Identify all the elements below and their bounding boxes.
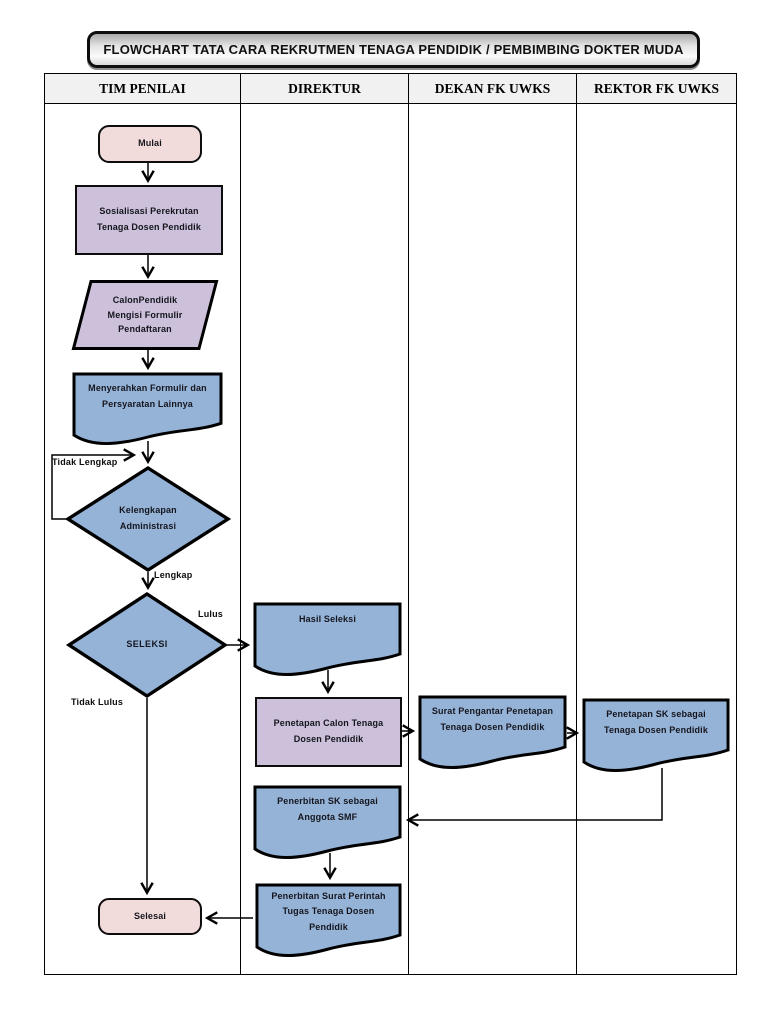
node-menyerahkan: Menyerahkan Formulir dan Persyaratan Lai… [72, 372, 223, 447]
document-shape [253, 785, 402, 859]
node-selesai-label: Selesai [133, 910, 167, 921]
edge-label-lengkap: Lengkap [154, 570, 193, 580]
node-surat-pengantar-label: Surat Pengantar Penetapan Tenaga Dosen P… [431, 706, 554, 732]
node-penetapan-calon-label: Penetapan Calon Tenaga Dosen Pendidik [273, 718, 384, 744]
node-mulai: Mulai [98, 125, 202, 163]
title-banner: FLOWCHART TATA CARA REKRUTMEN TENAGA PEN… [87, 31, 700, 68]
node-selesai: Selesai [98, 898, 202, 935]
node-calon-pendidik-label: CalonPendidik Mengisi Formulir Pendaftar… [107, 295, 183, 335]
lane-header-row: TIM PENILAI DIREKTUR DEKAN FK UWKS REKTO… [45, 74, 736, 104]
node-surat-pengantar: Surat Pengantar Penetapan Tenaga Dosen P… [418, 695, 567, 771]
node-kelengkapan-label: Kelengkapan Administrasi [119, 505, 177, 531]
node-penerbitan-surat-label: Penerbitan Surat Perintah Tugas Tenaga D… [271, 891, 386, 932]
node-hasil-seleksi: Hasil Seleksi [253, 602, 402, 678]
node-penerbitan-sk: Penerbitan SK sebagai Anggota SMF [253, 785, 402, 861]
document-shape [72, 372, 223, 445]
node-penerbitan-surat: Penerbitan Surat Perintah Tugas Tenaga D… [255, 883, 402, 959]
lane-divider-1 [239, 74, 241, 974]
node-seleksi-decision: SELEKSI [65, 591, 229, 699]
node-penetapan-calon: Penetapan Calon Tenaga Dosen Pendidik [255, 697, 402, 767]
lane-divider-3 [575, 74, 577, 974]
node-sosialisasi: Sosialisasi Perekrutan Tenaga Dosen Pend… [75, 185, 223, 255]
node-menyerahkan-label: Menyerahkan Formulir dan Persyaratan Lai… [88, 383, 207, 409]
document-shape [418, 695, 567, 769]
node-hasil-seleksi-label: Hasil Seleksi [299, 614, 356, 624]
lane-header-tim-penilai: TIM PENILAI [45, 74, 241, 103]
lane-header-rektor: REKTOR FK UWKS [593, 80, 720, 96]
lane-header-dekan: DEKAN FK UWKS [409, 74, 577, 103]
node-mulai-label: Mulai [138, 138, 162, 149]
node-penetapan-sk-label: Penetapan SK sebagai Tenaga Dosen Pendid… [603, 709, 708, 735]
parallelogram-shape [71, 280, 219, 350]
node-seleksi-label: SELEKSI [126, 639, 168, 650]
node-sosialisasi-label: Sosialisasi Perekrutan Tenaga Dosen Pend… [96, 206, 201, 232]
lane-divider-2 [407, 74, 409, 974]
lane-header-direktur: DIREKTUR [241, 74, 409, 103]
node-calon-pendidik: CalonPendidik Mengisi Formulir Pendaftar… [71, 280, 219, 350]
diamond-shape [65, 591, 229, 699]
edge-label-lulus: Lulus [198, 609, 223, 619]
edge-label-tidak-lengkap: Tidak Lengkap [52, 457, 118, 467]
node-penerbitan-sk-label: Penerbitan SK sebagai Anggota SMF [277, 796, 378, 822]
document-shape [255, 883, 402, 957]
page-title: FLOWCHART TATA CARA REKRUTMEN TENAGA PEN… [103, 42, 684, 57]
node-kelengkapan-decision: Kelengkapan Administrasi [64, 465, 232, 573]
node-penetapan-sk: Penetapan SK sebagai Tenaga Dosen Pendid… [582, 698, 730, 774]
edge-label-tidak-lulus: Tidak Lulus [71, 697, 124, 707]
document-shape [253, 602, 402, 676]
